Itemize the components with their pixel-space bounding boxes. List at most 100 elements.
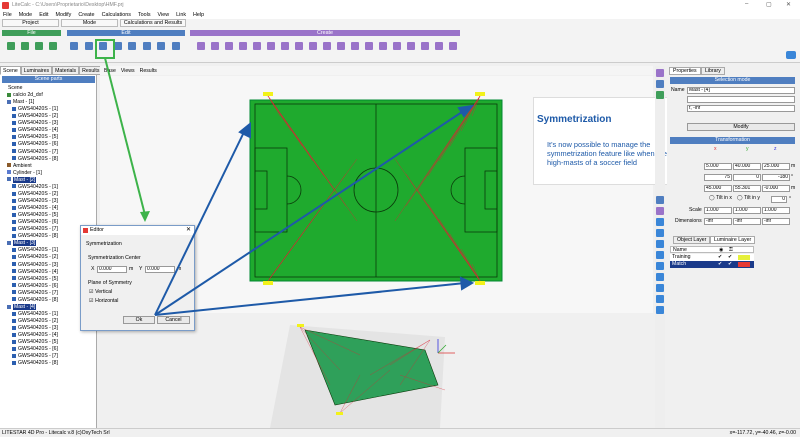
scale-y-field[interactable]: 1.000 <box>733 207 761 214</box>
rotation-z-field[interactable]: -180 <box>762 174 790 181</box>
edit-tool-icon[interactable] <box>155 40 167 52</box>
tab-luminaire-layer[interactable]: Luminaire Layer <box>710 236 756 244</box>
tree-item[interactable]: Mast - [3] <box>7 240 37 247</box>
tree-item-luminaire[interactable]: GWS40420S - [4] <box>12 269 58 276</box>
tree-item-luminaire[interactable]: GWS40420S - [2] <box>12 318 58 325</box>
tree-item[interactable]: Mast - [4] <box>7 303 37 311</box>
diamond-icon[interactable] <box>786 51 796 59</box>
tree-item-luminaire[interactable]: GWS40420S - [4] <box>12 205 58 212</box>
dimension-x-field[interactable]: -inf <box>704 218 732 225</box>
tab-properties[interactable]: Properties <box>669 67 701 75</box>
create-tool-icon[interactable] <box>433 40 445 52</box>
tool-icon[interactable] <box>656 306 664 314</box>
tool-icon[interactable] <box>656 218 664 226</box>
tree-item-luminaire[interactable]: GWS40420S - [8] <box>12 360 58 367</box>
tree-item-luminaire[interactable]: GWS40420S - [5] <box>12 276 58 283</box>
create-tool-icon[interactable] <box>195 40 207 52</box>
tree-item-luminaire[interactable]: GWS40420S - [1] <box>12 106 58 113</box>
tree-item-luminaire[interactable]: GWS40420S - [4] <box>12 127 58 134</box>
tilt-x-radio[interactable]: ◯ Tilt in x <box>709 195 732 201</box>
dimension-z-field[interactable]: -inf <box>762 218 790 225</box>
value-z-field[interactable]: -0.000 <box>762 185 790 192</box>
tool-icon[interactable] <box>656 295 664 303</box>
dimension-y-field[interactable]: -inf <box>733 218 761 225</box>
create-tool-icon[interactable] <box>321 40 333 52</box>
visible-check-icon[interactable]: ✔ <box>718 254 723 260</box>
open-file-icon[interactable] <box>19 40 31 52</box>
tool-icon[interactable] <box>656 229 664 237</box>
value-y-field[interactable]: 55.301 <box>733 185 761 192</box>
tree-item-luminaire[interactable]: GWS40420S - [1] <box>12 311 58 318</box>
tree-item[interactable]: Mast - [2] <box>7 176 37 184</box>
tree-item[interactable]: calcio 2d_dxf <box>7 92 43 99</box>
create-tool-icon[interactable] <box>419 40 431 52</box>
tree-item-luminaire[interactable]: GWS40420S - [3] <box>12 325 58 332</box>
close-icon[interactable]: ✕ <box>185 227 191 233</box>
tool-icon[interactable] <box>656 196 664 204</box>
tab-library[interactable]: Library <box>701 67 725 75</box>
tree-item[interactable]: Ambient <box>7 163 32 170</box>
edit-tool-icon[interactable] <box>97 40 109 52</box>
scale-x-field[interactable]: 1.000 <box>704 207 732 214</box>
create-tool-icon[interactable] <box>265 40 277 52</box>
layer-row[interactable]: Training✔✔ <box>670 254 754 261</box>
edit-tool-icon[interactable] <box>83 40 95 52</box>
center-x-input[interactable]: 0.000 <box>97 266 127 273</box>
tool-icon[interactable] <box>656 284 664 292</box>
menu-view[interactable]: View <box>157 11 170 18</box>
empty-field[interactable] <box>687 96 795 103</box>
rotation-x-field[interactable]: 75 <box>704 174 732 181</box>
tree-item-luminaire[interactable]: GWS40420S - [3] <box>12 198 58 205</box>
create-tool-icon[interactable] <box>223 40 235 52</box>
vertical-checkbox[interactable]: ☑ Vertical <box>89 289 113 295</box>
name-field[interactable]: Mast - [4] <box>687 87 795 94</box>
tab-scene[interactable]: Scene <box>0 66 21 75</box>
menu-calculations[interactable]: Calculations <box>101 11 131 18</box>
ok-button[interactable]: Ok <box>123 316 155 324</box>
create-tool-icon[interactable] <box>209 40 221 52</box>
create-tool-icon[interactable] <box>363 40 375 52</box>
create-tool-icon[interactable] <box>447 40 459 52</box>
tree-item-luminaire[interactable]: GWS40420S - [8] <box>12 297 58 304</box>
value-x-field[interactable]: 45.000 <box>704 185 732 192</box>
tree-item-luminaire[interactable]: GWS40420S - [8] <box>12 233 58 240</box>
layer-color-swatch[interactable] <box>738 255 750 260</box>
scale-z-field[interactable]: 1.000 <box>762 207 790 214</box>
tab-mode[interactable]: Mode <box>61 19 118 27</box>
position-y-field[interactable]: 40.000 <box>733 163 761 170</box>
center-y-input[interactable]: 0.000 <box>145 266 175 273</box>
tab-project[interactable]: Project <box>2 19 59 27</box>
create-tool-icon[interactable] <box>251 40 263 52</box>
create-tool-icon[interactable] <box>293 40 305 52</box>
tilt-y-radio[interactable]: ◯ Tilt in y <box>737 195 760 201</box>
tilt-field[interactable]: 0 <box>771 196 787 203</box>
tree-item-luminaire[interactable]: GWS40420S - [2] <box>12 254 58 261</box>
edit-tool-icon[interactable] <box>141 40 153 52</box>
layer-color-swatch[interactable] <box>738 262 750 267</box>
tree-item[interactable]: Cylinder - [1] <box>7 170 42 177</box>
tree-item-luminaire[interactable]: GWS40420S - [7] <box>12 290 58 297</box>
edit-tool-icon[interactable] <box>126 40 138 52</box>
tree-item-luminaire[interactable]: GWS40420S - [7] <box>12 226 58 233</box>
tool-icon[interactable] <box>656 251 664 259</box>
horizontal-checkbox[interactable]: ☑ Horizontal <box>89 298 119 304</box>
active-check-icon[interactable]: ✔ <box>728 261 733 267</box>
cancel-button[interactable]: Cancel <box>157 316 190 324</box>
edit-tool-icon[interactable] <box>112 40 124 52</box>
tree-item-luminaire[interactable]: GWS40420S - [1] <box>12 247 58 254</box>
perspective-viewport[interactable] <box>100 315 653 428</box>
tree-item-luminaire[interactable]: GWS40420S - [5] <box>12 212 58 219</box>
tool-icon[interactable] <box>656 69 664 77</box>
edit-tool-icon[interactable] <box>170 40 182 52</box>
modify-button[interactable]: Modify <box>687 123 795 131</box>
rotation-y-field[interactable]: 0 <box>733 174 761 181</box>
tree-item-luminaire[interactable]: GWS40420S - [8] <box>12 156 58 163</box>
maximize-icon[interactable]: ▢ <box>766 2 772 8</box>
tab-materials[interactable]: Materials <box>52 66 80 75</box>
tool-icon[interactable] <box>656 91 664 99</box>
menu-tools[interactable]: Tools <box>137 11 151 18</box>
tree-item-luminaire[interactable]: GWS40420S - [6] <box>12 346 58 353</box>
create-tool-icon[interactable] <box>307 40 319 52</box>
tree-item[interactable]: Mast - [1] <box>7 99 34 106</box>
create-tool-icon[interactable] <box>405 40 417 52</box>
